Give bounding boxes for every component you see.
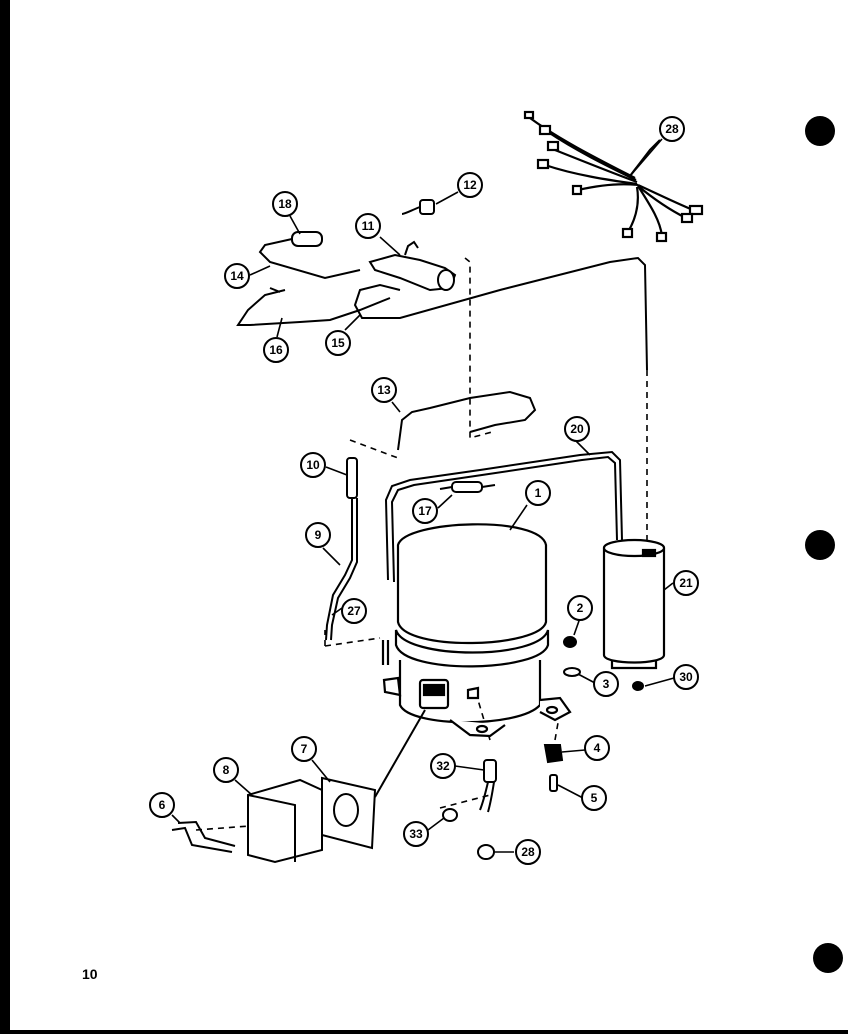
compressor [381,523,572,738]
callout-28-bottom: 28 [515,839,541,865]
callout-3: 3 [593,671,619,697]
scan-edge-bottom [0,1030,848,1034]
svg-text:16: 16 [269,343,283,357]
binder-hole-middle [805,530,835,560]
filter-drier [439,481,496,493]
wiring-harness [523,110,704,243]
callout-20: 20 [564,416,590,442]
callout-7: 7 [291,736,317,762]
svg-text:15: 15 [331,336,345,350]
svg-text:32: 32 [436,759,450,773]
callout-8: 8 [213,757,239,783]
callout-27: 27 [341,598,367,624]
svg-text:2: 2 [577,601,584,615]
svg-text:8: 8 [223,763,230,777]
svg-text:13: 13 [377,383,391,397]
callout-21: 21 [673,570,699,596]
callout-1: 1 [525,480,551,506]
page-number: 10 [82,966,98,982]
svg-text:33: 33 [409,827,423,841]
callout-33: 33 [403,821,429,847]
svg-text:4: 4 [594,741,601,755]
electrical-cover [171,709,426,864]
callout-12: 12 [457,172,483,198]
tubing-top [236,199,648,451]
svg-text:14: 14 [230,269,244,283]
callout-30: 30 [673,664,699,690]
callout-28-top: 28 [659,116,685,142]
callout-14: 14 [224,263,250,289]
hardware-parts [442,636,644,860]
callout-10: 10 [300,452,326,478]
svg-text:6: 6 [159,798,166,812]
leader-lines [171,138,675,853]
callout-11: 11 [355,213,381,239]
suction-tube [384,450,623,583]
svg-text:30: 30 [679,670,693,684]
receiver-tank [602,538,666,670]
svg-text:17: 17 [418,504,432,518]
callout-17: 17 [412,498,438,524]
binder-hole-top [805,116,835,146]
callout-2: 2 [567,595,593,621]
callout-15: 15 [325,330,351,356]
svg-text:9: 9 [315,528,322,542]
svg-text:11: 11 [362,219,375,233]
svg-text:28: 28 [521,845,535,859]
callout-13: 13 [371,377,397,403]
svg-text:27: 27 [347,604,361,618]
callout-18: 18 [272,191,298,217]
svg-text:18: 18 [278,197,292,211]
callout-9: 9 [305,522,331,548]
svg-text:21: 21 [679,576,693,590]
process-tube [325,457,358,641]
svg-text:1: 1 [535,486,542,500]
svg-text:3: 3 [603,677,610,691]
svg-text:5: 5 [591,791,598,805]
callout-16: 16 [263,337,289,363]
svg-text:7: 7 [301,742,308,756]
svg-text:10: 10 [306,458,320,472]
scan-edge-left [0,0,10,1034]
binder-hole-bottom [813,943,843,973]
callout-5: 5 [581,785,607,811]
svg-text:20: 20 [570,422,584,436]
callout-4: 4 [584,735,610,761]
svg-text:12: 12 [463,178,477,192]
svg-text:28: 28 [665,122,679,136]
callout-6: 6 [149,792,175,818]
callout-32: 32 [430,753,456,779]
